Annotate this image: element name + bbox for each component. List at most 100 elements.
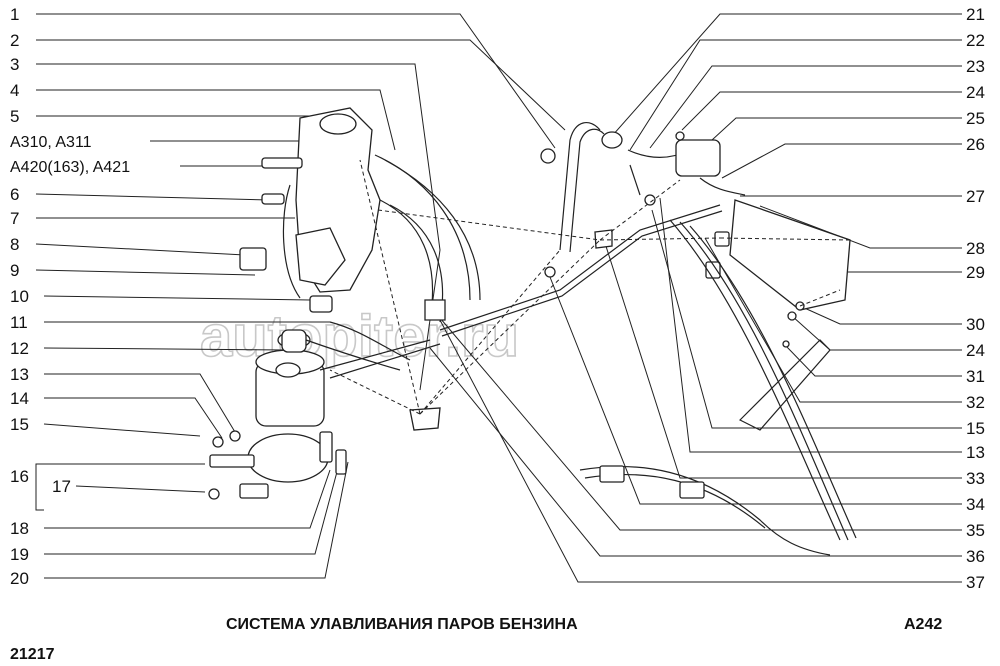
label-4: 4	[10, 81, 19, 100]
leader-22	[629, 39, 962, 151]
leader-37	[439, 319, 962, 583]
leader-26	[721, 143, 962, 179]
bracket-8	[239, 247, 267, 271]
clip-center	[409, 407, 441, 431]
hose-26	[699, 177, 746, 196]
leader-2	[36, 39, 566, 131]
label-3: 3	[10, 55, 19, 74]
nut-14	[229, 430, 241, 442]
label-5: 5	[10, 107, 19, 126]
left-callouts: 1 2 3 4 5 A310, A311 A420(163), A421 6 7…	[10, 5, 566, 588]
valve-12-body	[281, 329, 307, 353]
leader-31	[785, 345, 962, 377]
label-25: 25	[966, 109, 985, 128]
label-11: 11	[10, 313, 28, 332]
screw-31	[782, 340, 790, 348]
engine-parts	[208, 107, 857, 556]
label-9: 9	[10, 261, 19, 280]
leader-19	[44, 467, 339, 555]
label-21: 21	[966, 5, 985, 24]
hose-7	[282, 184, 301, 299]
label-24: 24	[966, 83, 985, 102]
label-26: 26	[966, 135, 985, 154]
hose-21b	[569, 128, 605, 253]
label-16: 16	[10, 467, 29, 486]
label-36: 36	[966, 547, 985, 566]
label-32: 32	[966, 393, 985, 412]
clamp-bracket	[209, 454, 255, 468]
hose-13b	[629, 164, 641, 196]
leader-10	[43, 295, 311, 301]
label-37: 37	[966, 573, 985, 592]
diagram-code: A242	[904, 616, 942, 633]
fitting-a420	[261, 157, 303, 169]
right-callouts: 21 22 23 24 25 26 27 28 29 30 24 31 32 1…	[429, 5, 985, 592]
hose-canister	[319, 339, 431, 371]
connector-6	[261, 193, 285, 205]
label-23: 23	[966, 57, 985, 76]
leader-24b	[791, 315, 962, 351]
leader-1	[36, 13, 556, 149]
hose-21	[559, 122, 601, 251]
leader-34	[547, 271, 962, 505]
exhaust-pipe	[738, 339, 831, 431]
leader-15	[43, 423, 201, 437]
leader-8	[35, 243, 246, 256]
dash-4	[599, 179, 681, 241]
leader-12	[43, 347, 291, 351]
pipe-clip-a	[599, 465, 625, 483]
fuel-tank	[729, 199, 851, 311]
label-17: 17	[52, 477, 71, 496]
label-6: 6	[10, 185, 19, 204]
bolt-19	[335, 449, 347, 475]
canister-clamp	[247, 433, 329, 483]
separator-25	[675, 139, 721, 177]
dash-1	[377, 209, 601, 241]
leader-30	[799, 305, 962, 325]
pipe-clip-b	[679, 481, 705, 499]
leader-24	[681, 91, 962, 131]
grommet-1	[540, 148, 556, 164]
leader-15b	[651, 209, 962, 429]
hose-2	[374, 154, 471, 301]
label-15b: 15	[966, 419, 985, 438]
floor-pipe-d	[579, 465, 831, 556]
label-31: 31	[966, 367, 985, 386]
label-15: 15	[10, 415, 29, 434]
leader-14	[44, 397, 223, 439]
hose-canister-b	[329, 343, 441, 379]
leader-4	[36, 89, 396, 151]
label-34: 34	[966, 495, 985, 514]
nut-15	[212, 436, 224, 448]
leader-13b	[659, 197, 962, 453]
label-30: 30	[966, 315, 985, 334]
leader-23	[649, 65, 962, 149]
label-33: 33	[966, 469, 985, 488]
floor-pipe-a	[669, 219, 841, 541]
label-12: 12	[10, 339, 29, 358]
label-14: 14	[10, 389, 29, 408]
label-22: 22	[966, 31, 985, 50]
label-13b: 13	[966, 443, 985, 462]
leader-17	[75, 485, 206, 493]
label-13: 13	[10, 365, 29, 384]
label-24b: 24	[966, 341, 985, 360]
screw-24b	[787, 311, 797, 321]
clip-33	[594, 229, 613, 249]
label-18: 18	[10, 519, 29, 538]
leader-28	[759, 205, 962, 249]
sensor-10	[309, 295, 333, 313]
valve-22	[601, 131, 623, 149]
manifold	[295, 227, 346, 286]
grommet-34	[544, 266, 556, 278]
leader-13	[44, 373, 236, 433]
label-19: 19	[10, 545, 29, 564]
label-20: 20	[10, 569, 29, 588]
dash-6	[329, 369, 421, 415]
bolt-18	[319, 431, 333, 463]
leader-32	[704, 237, 962, 403]
label-2: 2	[10, 31, 19, 50]
label-a310-a311: A310, A311	[10, 134, 92, 151]
diagram-title: СИСТЕМА УЛАВЛИВАНИЯ ПАРОВ БЕНЗИНА	[226, 616, 578, 633]
